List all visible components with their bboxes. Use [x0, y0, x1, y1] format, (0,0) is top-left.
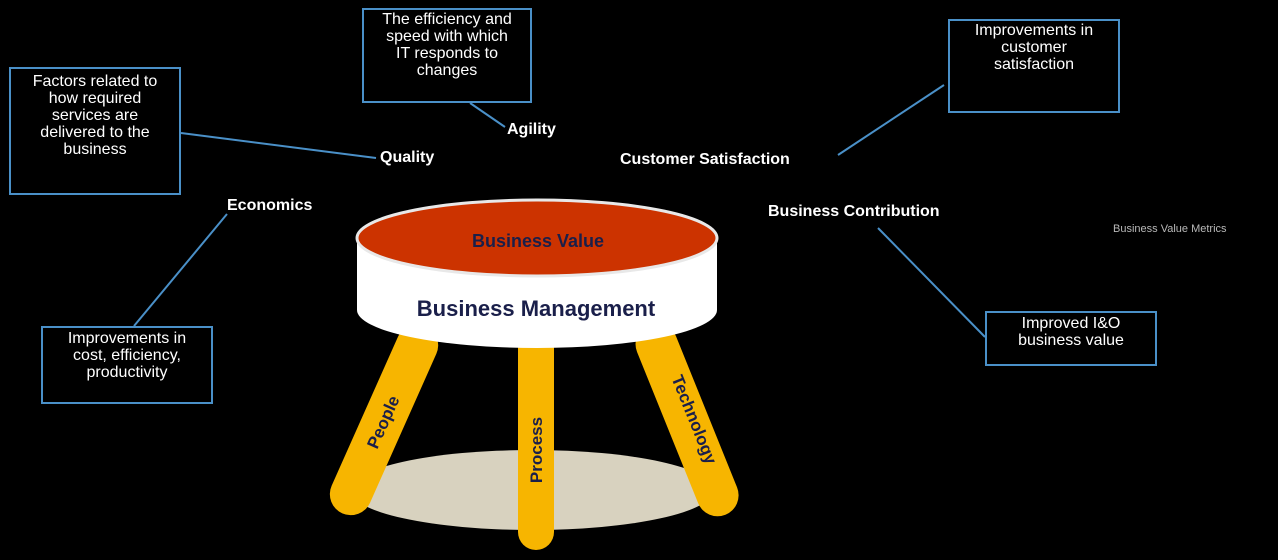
callout-quality: Factors related to how required services… — [9, 67, 181, 195]
metric-quality: Quality — [380, 149, 435, 166]
metric-business-contribution: Business Contribution — [768, 203, 940, 220]
connector-customer-satisfaction — [837, 84, 945, 156]
callout-customer-satisfaction: Improvements in customer satisfaction — [948, 19, 1120, 113]
metric-customer-satisfaction: Customer Satisfaction — [620, 151, 790, 168]
leg-process: Process — [518, 330, 554, 550]
connector-quality — [180, 132, 377, 159]
leg-people: People — [329, 324, 439, 516]
side-note-title: Business Value Metrics — [1113, 223, 1227, 235]
seat-band-label: Business Management — [417, 296, 656, 321]
connector-business-contribution — [877, 227, 986, 338]
connector-agility — [469, 102, 506, 128]
metric-agility: Agility — [507, 121, 556, 138]
seat-top — [355, 198, 719, 278]
callout-business-contribution: Improved I&O business value — [985, 311, 1157, 366]
seat-top-label: Business Value — [472, 231, 604, 251]
callout-agility: The efficiency and speed with which IT r… — [362, 8, 532, 103]
connector-economics — [133, 213, 228, 327]
metric-economics: Economics — [227, 197, 313, 214]
leg-label-process: Process — [527, 417, 546, 483]
callout-economics: Improvements in cost, efficiency, produc… — [41, 326, 213, 404]
